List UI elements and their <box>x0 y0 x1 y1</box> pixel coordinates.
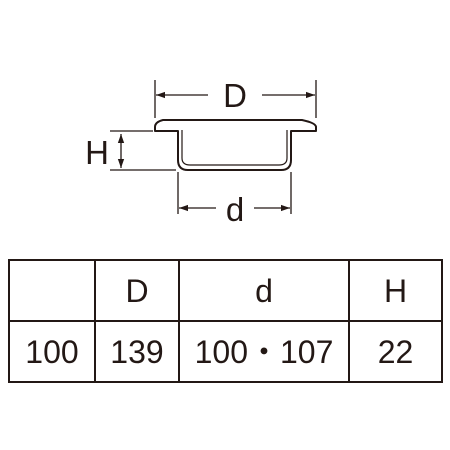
part-inner-line <box>181 130 288 166</box>
table-cell: 22 <box>348 320 443 383</box>
dim-H-label: H <box>85 134 109 171</box>
table-header-row: D d H <box>8 259 443 322</box>
table-cell: 100・107 <box>178 320 350 383</box>
table-header-cell <box>8 259 96 322</box>
table-header-cell: D <box>94 259 180 322</box>
dim-D-label: D <box>223 77 247 114</box>
table-row: 100 139 100・107 22 <box>8 320 443 383</box>
table-cell: 139 <box>94 320 180 383</box>
table-header-cell: H <box>348 259 443 322</box>
dimension-table: D d H 100 139 100・107 22 <box>8 259 443 383</box>
table-header-cell: d <box>178 259 350 322</box>
dim-d-label: d <box>226 191 244 228</box>
part-outline <box>154 119 317 171</box>
part-dimension-drawing: D H d <box>85 77 317 228</box>
table-cell: 100 <box>8 320 96 383</box>
